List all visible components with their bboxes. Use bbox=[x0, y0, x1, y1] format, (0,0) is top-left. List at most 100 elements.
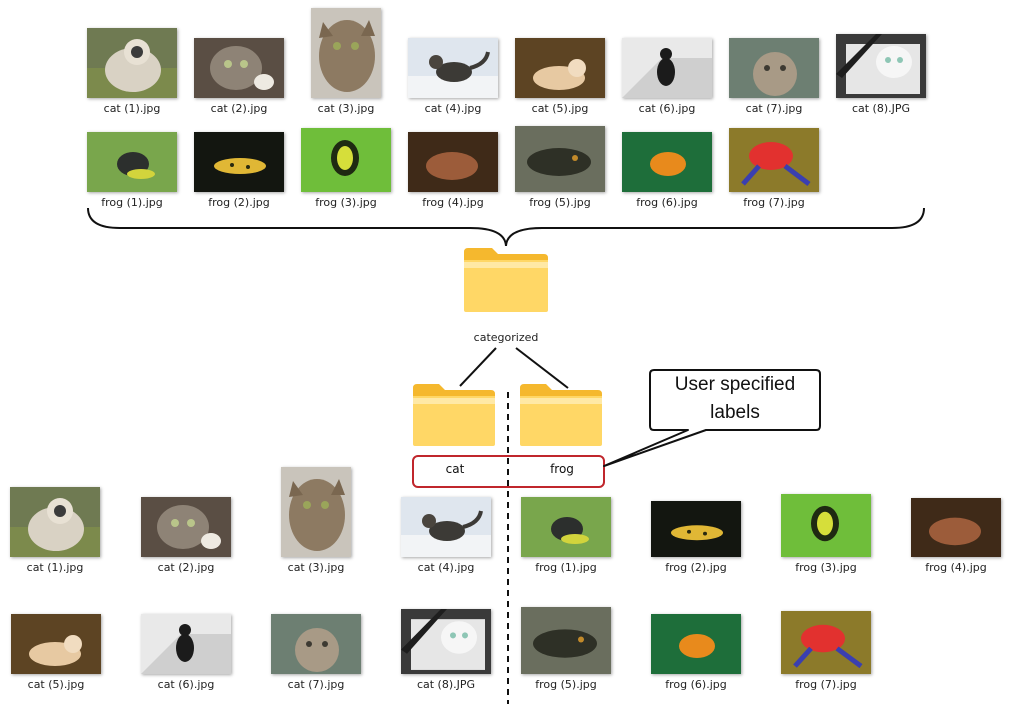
file-name: cat (3).jpg bbox=[287, 561, 345, 574]
file-name: frog (3).jpg bbox=[315, 196, 377, 209]
frog-photo bbox=[622, 132, 712, 192]
file-name: frog (6).jpg bbox=[636, 196, 698, 209]
frog-photo bbox=[515, 126, 605, 192]
sorted-cat-4[interactable]: cat (4).jpg bbox=[386, 497, 506, 574]
file-name: cat (3).jpg bbox=[317, 102, 375, 115]
frog-folder-icon[interactable] bbox=[518, 380, 604, 448]
file-name: frog (3).jpg bbox=[795, 561, 857, 574]
sorted-frog-3[interactable]: frog (3).jpg bbox=[766, 494, 886, 574]
frog-photo bbox=[301, 128, 391, 192]
file-name: cat (1).jpg bbox=[26, 561, 84, 574]
file-name: cat (5).jpg bbox=[27, 678, 85, 691]
file-name: frog (1).jpg bbox=[101, 196, 163, 209]
frog-photo bbox=[521, 607, 611, 674]
sorted-cat-3[interactable]: cat (3).jpg bbox=[256, 467, 376, 574]
source-cat-7[interactable]: cat (7).jpg bbox=[714, 38, 834, 115]
sorted-frog-4[interactable]: frog (4).jpg bbox=[896, 498, 1012, 574]
source-frog-1[interactable]: frog (1).jpg bbox=[72, 132, 192, 209]
sorted-cat-1[interactable]: cat (1).jpg bbox=[0, 487, 115, 574]
file-name: cat (4).jpg bbox=[424, 102, 482, 115]
cat-photo bbox=[87, 28, 177, 98]
source-frog-4[interactable]: frog (4).jpg bbox=[393, 132, 513, 209]
sorted-frog-5[interactable]: frog (5).jpg bbox=[506, 607, 626, 691]
frog-photo bbox=[651, 614, 741, 674]
source-frog-3[interactable]: frog (3).jpg bbox=[286, 128, 406, 209]
file-name: cat (1).jpg bbox=[103, 102, 161, 115]
callout-line-2-front: labels bbox=[710, 402, 760, 423]
categorized-folder-label: categorized bbox=[473, 331, 539, 344]
cat-photo bbox=[515, 38, 605, 98]
sorted-frog-7[interactable]: frog (7).jpg bbox=[766, 611, 886, 691]
cat-photo bbox=[141, 497, 231, 557]
sorted-cat-6[interactable]: cat (6).jpg bbox=[126, 614, 246, 691]
cat-photo bbox=[408, 38, 498, 98]
source-cat-6[interactable]: cat (6).jpg bbox=[607, 38, 727, 115]
file-name: frog (5).jpg bbox=[535, 678, 597, 691]
file-name: cat (7).jpg bbox=[287, 678, 345, 691]
cat-photo bbox=[10, 487, 100, 557]
source-cat-2[interactable]: cat (2).jpg bbox=[179, 38, 299, 115]
frog-photo bbox=[781, 494, 871, 557]
file-name: frog (1).jpg bbox=[535, 561, 597, 574]
frog-photo bbox=[408, 132, 498, 192]
file-name: cat (6).jpg bbox=[157, 678, 215, 691]
source-cat-4[interactable]: cat (4).jpg bbox=[393, 38, 513, 115]
file-name: cat (7).jpg bbox=[745, 102, 803, 115]
cat-folder-icon[interactable] bbox=[411, 380, 497, 448]
cat-photo bbox=[281, 467, 351, 557]
source-frog-7[interactable]: frog (7).jpg bbox=[714, 128, 834, 209]
file-name: cat (6).jpg bbox=[638, 102, 696, 115]
sorted-frog-1[interactable]: frog (1).jpg bbox=[506, 497, 626, 574]
source-frog-2[interactable]: frog (2).jpg bbox=[179, 132, 299, 209]
source-frog-6[interactable]: frog (6).jpg bbox=[607, 132, 727, 209]
source-frog-5[interactable]: frog (5).jpg bbox=[500, 126, 620, 209]
sorted-cat-2[interactable]: cat (2).jpg bbox=[126, 497, 246, 574]
cat-photo bbox=[194, 38, 284, 98]
file-name: frog (4).jpg bbox=[422, 196, 484, 209]
cat-photo bbox=[311, 8, 381, 98]
frog-photo bbox=[729, 128, 819, 192]
frog-photo bbox=[911, 498, 1001, 557]
frog-folder-label: frog bbox=[550, 462, 574, 476]
callout-text-front: User specified labels bbox=[652, 371, 818, 427]
file-name: cat (8).JPG bbox=[416, 678, 476, 691]
file-name: frog (2).jpg bbox=[665, 561, 727, 574]
categorized-folder-icon[interactable] bbox=[462, 244, 550, 314]
source-cat-3[interactable]: cat (3).jpg bbox=[286, 8, 406, 115]
sorted-frog-6[interactable]: frog (6).jpg bbox=[636, 614, 756, 691]
file-name: frog (6).jpg bbox=[665, 678, 727, 691]
file-name: frog (7).jpg bbox=[743, 196, 805, 209]
frog-photo bbox=[651, 501, 741, 557]
sorted-cat-8[interactable]: cat (8).JPG bbox=[386, 609, 506, 691]
file-name: cat (8).JPG bbox=[851, 102, 911, 115]
cat-photo bbox=[836, 34, 926, 98]
frog-photo bbox=[521, 497, 611, 557]
source-cat-8[interactable]: cat (8).JPG bbox=[821, 34, 941, 115]
sorted-frog-2[interactable]: frog (2).jpg bbox=[636, 501, 756, 574]
source-cat-5[interactable]: cat (5).jpg bbox=[500, 38, 620, 115]
file-name: cat (4).jpg bbox=[417, 561, 475, 574]
file-name: cat (2).jpg bbox=[157, 561, 215, 574]
frog-photo bbox=[87, 132, 177, 192]
cat-photo bbox=[271, 614, 361, 674]
cat-photo bbox=[401, 609, 491, 674]
cat-photo bbox=[622, 38, 712, 98]
source-cat-1[interactable]: cat (1).jpg bbox=[72, 28, 192, 115]
cat-photo bbox=[401, 497, 491, 557]
file-name: frog (4).jpg bbox=[925, 561, 987, 574]
cat-folder-label: cat bbox=[445, 462, 465, 476]
frog-photo bbox=[194, 132, 284, 192]
cat-photo bbox=[11, 614, 101, 674]
sorted-cat-5[interactable]: cat (5).jpg bbox=[0, 614, 116, 691]
frog-photo bbox=[781, 611, 871, 674]
cat-photo bbox=[729, 38, 819, 98]
file-name: frog (7).jpg bbox=[795, 678, 857, 691]
file-name: cat (2).jpg bbox=[210, 102, 268, 115]
file-name: cat (5).jpg bbox=[531, 102, 589, 115]
callout-line-1-front: User specified bbox=[674, 374, 796, 395]
file-name: frog (2).jpg bbox=[208, 196, 270, 209]
cat-photo bbox=[141, 614, 231, 674]
file-name: frog (5).jpg bbox=[529, 196, 591, 209]
sorted-cat-7[interactable]: cat (7).jpg bbox=[256, 614, 376, 691]
